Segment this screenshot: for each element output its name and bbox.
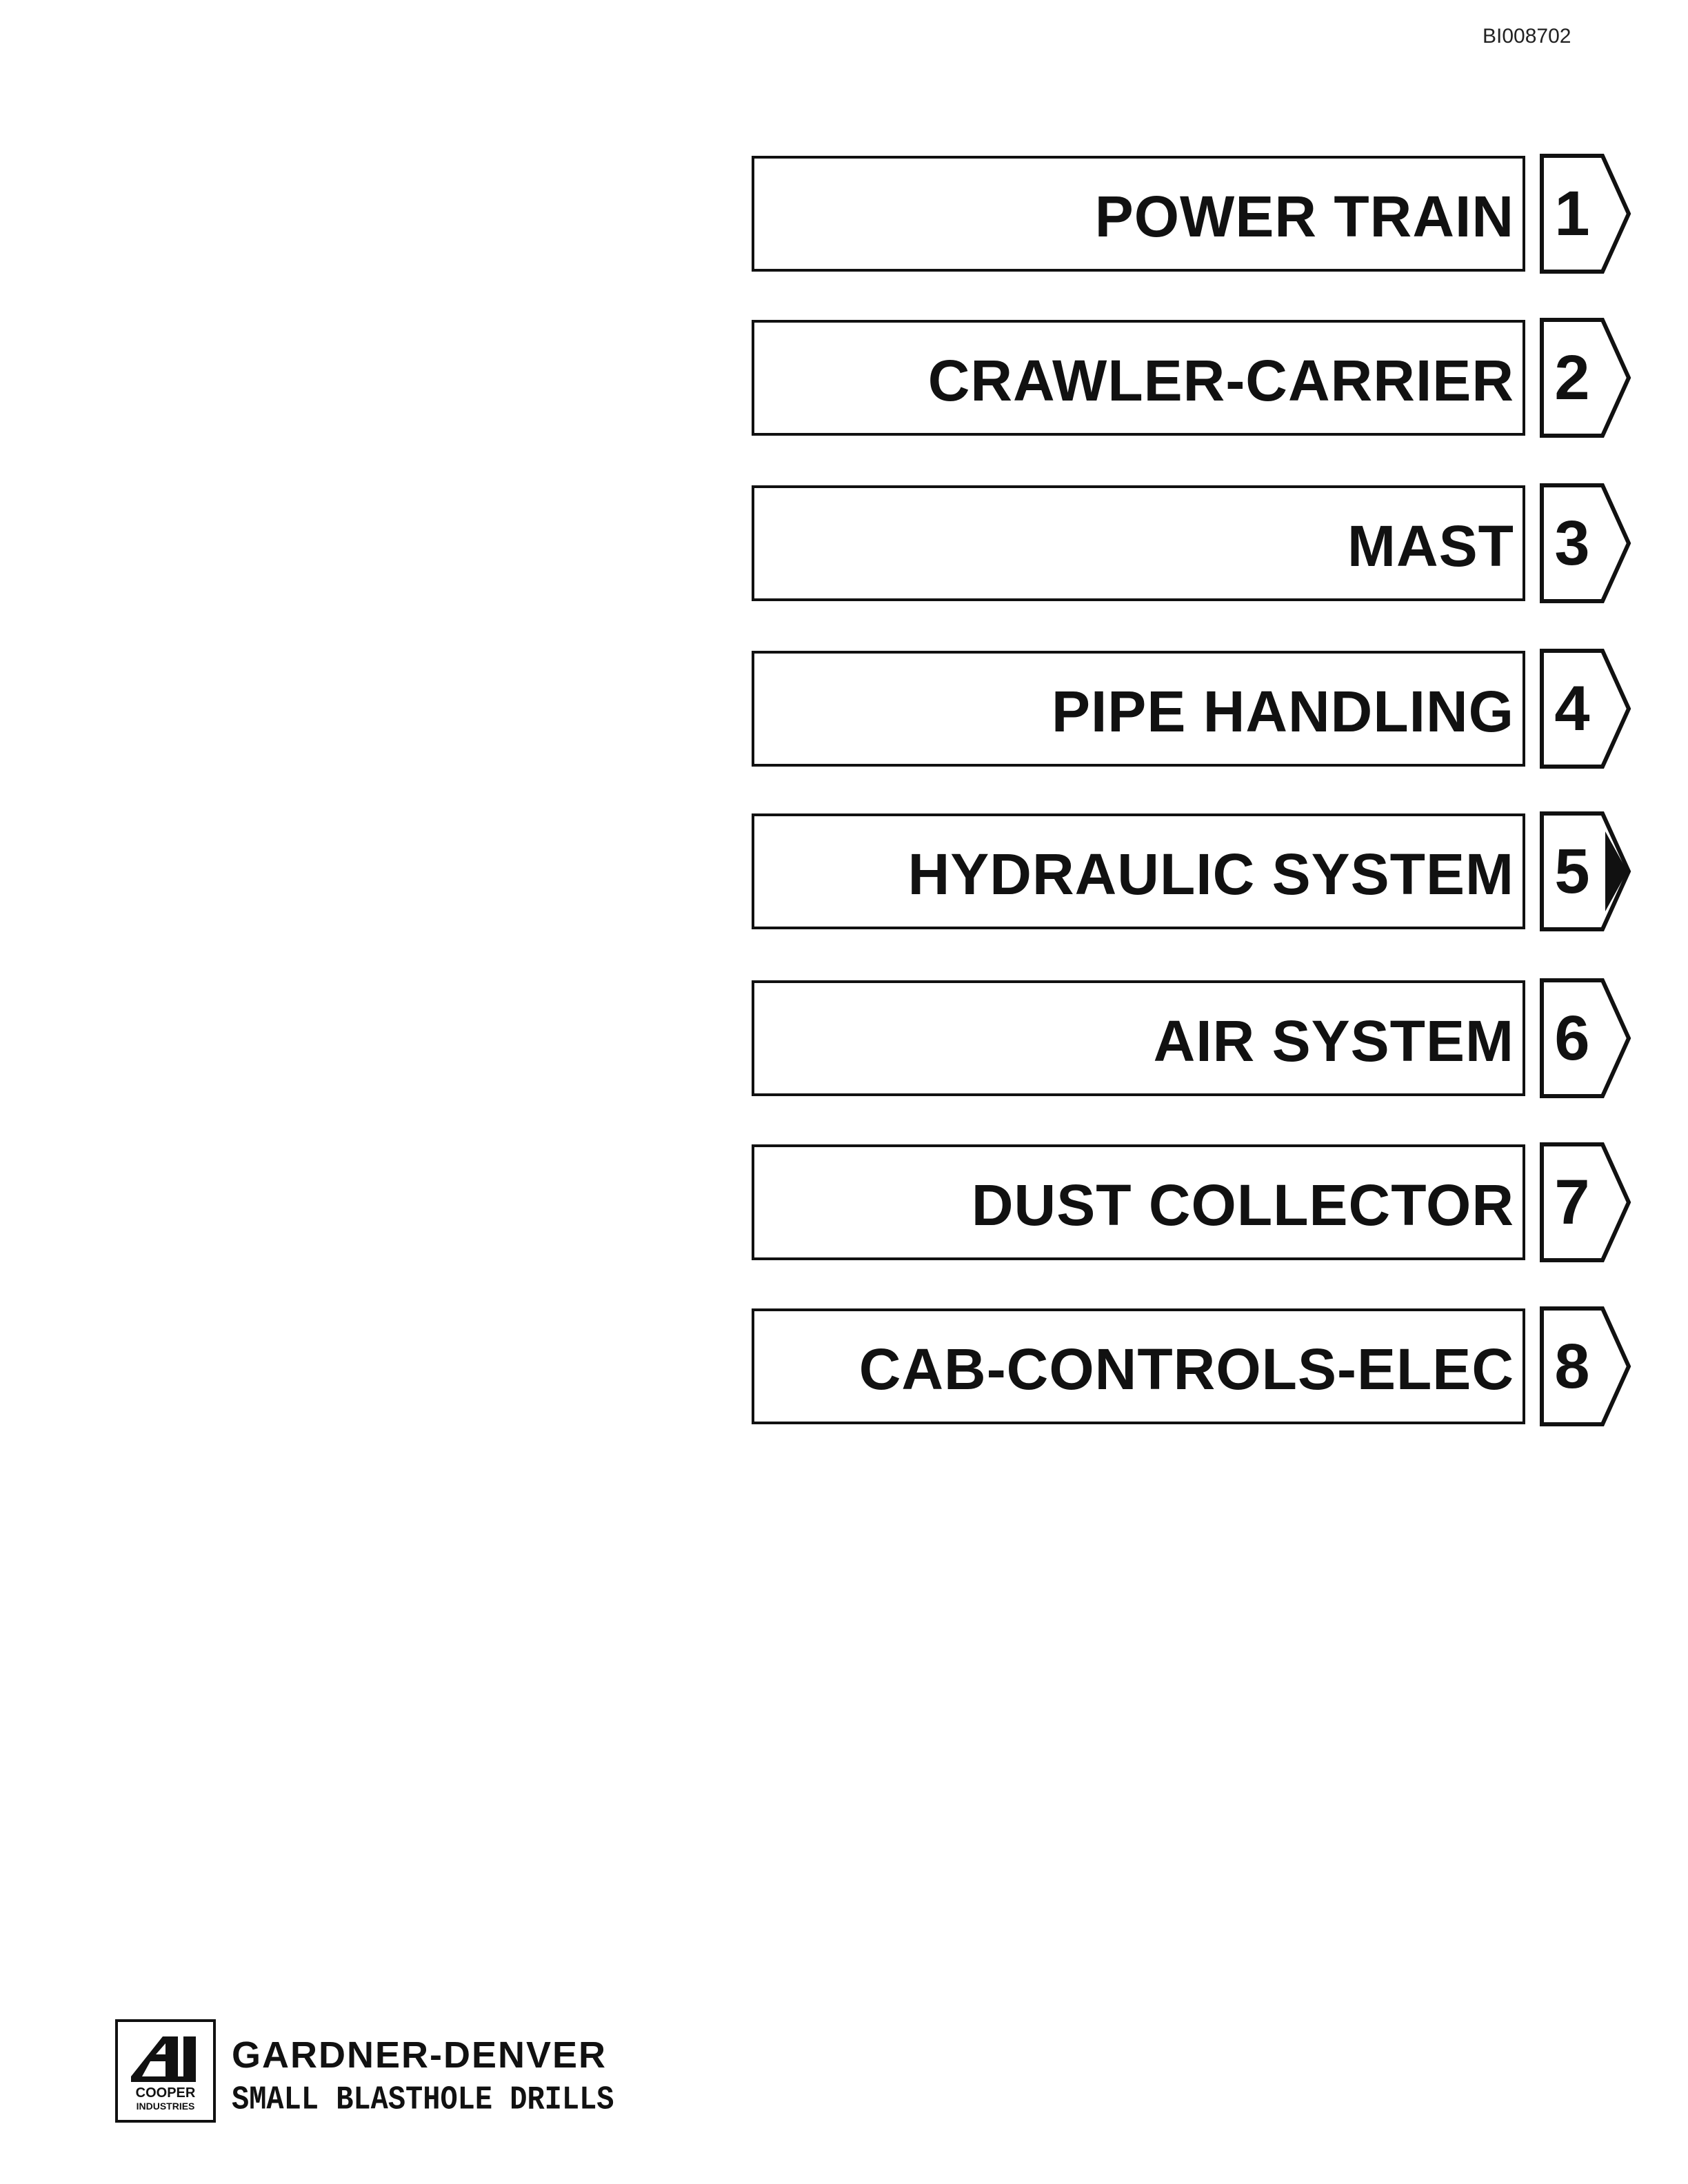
cooper-logo-icon <box>115 2019 216 2123</box>
tab-number: 3 <box>1554 508 1590 578</box>
section-tab-crawler-carrier[interactable]: CRAWLER-CARRIER 2 <box>752 317 1641 441</box>
arrow-tab-icon <box>1540 978 1631 1098</box>
tab-number: 8 <box>1554 1331 1590 1402</box>
arrow-tab-icon <box>1540 1306 1631 1426</box>
arrow-tab-icon <box>1540 811 1631 931</box>
tab-label-box: AIR SYSTEM <box>752 980 1525 1096</box>
arrow-tab-icon <box>1540 154 1631 274</box>
tab-label: HYDRAULIC SYSTEM <box>907 842 1514 907</box>
tab-label: MAST <box>1347 514 1514 578</box>
tab-number-arrow: 1 <box>1539 153 1631 274</box>
arrow-tab-icon <box>1540 483 1631 603</box>
tab-label-box: CRAWLER-CARRIER <box>752 320 1525 436</box>
tab-label: DUST COLLECTOR <box>971 1173 1514 1237</box>
section-tab-cab-controls-elec[interactable]: CAB-CONTROLS-ELEC 8 <box>752 1306 1641 1430</box>
tab-label-box: MAST <box>752 485 1525 601</box>
tab-label: CRAWLER-CARRIER <box>927 348 1514 413</box>
tab-number: 6 <box>1554 1003 1590 1073</box>
arrow-tab-icon <box>1540 1142 1631 1262</box>
arrow-tab-icon <box>1540 649 1631 769</box>
tab-label-box: CAB-CONTROLS-ELEC <box>752 1308 1525 1424</box>
tab-number-arrow: 7 <box>1539 1142 1631 1263</box>
tab-number: 4 <box>1554 674 1590 744</box>
tab-label-box: PIPE HANDLING <box>752 651 1525 767</box>
tab-label-box: HYDRAULIC SYSTEM <box>752 813 1525 929</box>
tab-label-box: POWER TRAIN <box>752 156 1525 272</box>
tab-label-box: DUST COLLECTOR <box>752 1144 1525 1260</box>
logo-line-cooper: COOPER <box>135 2085 196 2101</box>
tab-number-arrow: 3 <box>1539 483 1631 604</box>
arrow-tab-icon <box>1540 318 1631 438</box>
company-subtitle: SMALL BLASTHOLE DRILLS <box>232 2081 614 2119</box>
tab-number: 7 <box>1554 1167 1590 1237</box>
section-tab-air-system[interactable]: AIR SYSTEM 6 <box>752 978 1641 1102</box>
section-tab-hydraulic-system[interactable]: HYDRAULIC SYSTEM 5 <box>752 811 1641 935</box>
section-tab-mast[interactable]: MAST 3 <box>752 483 1641 607</box>
tab-number-arrow: 8 <box>1539 1306 1631 1427</box>
document-id: BI008702 <box>1483 25 1571 48</box>
section-tab-dust-collector[interactable]: DUST COLLECTOR 7 <box>752 1142 1641 1266</box>
logo-line-industries: INDUSTRIES <box>136 2101 195 2112</box>
tab-number-arrow: 5 <box>1539 811 1631 932</box>
cooper-industries-logo: COOPER INDUSTRIES <box>114 2019 217 2123</box>
section-tab-power-train[interactable]: POWER TRAIN 1 <box>752 153 1641 277</box>
company-name: GARDNER-DENVER <box>232 2034 607 2076</box>
section-tab-pipe-handling[interactable]: PIPE HANDLING 4 <box>752 648 1641 772</box>
tab-label: PIPE HANDLING <box>1051 679 1514 744</box>
tab-label: AIR SYSTEM <box>1153 1009 1514 1073</box>
tab-label: POWER TRAIN <box>1094 184 1514 249</box>
tab-number: 5 <box>1554 836 1590 907</box>
tab-number: 2 <box>1554 343 1590 413</box>
tab-number: 1 <box>1554 179 1590 249</box>
tab-number-arrow: 4 <box>1539 648 1631 769</box>
tab-number-arrow: 2 <box>1539 317 1631 438</box>
tab-label: CAB-CONTROLS-ELEC <box>858 1337 1514 1402</box>
tab-number-arrow: 6 <box>1539 978 1631 1099</box>
